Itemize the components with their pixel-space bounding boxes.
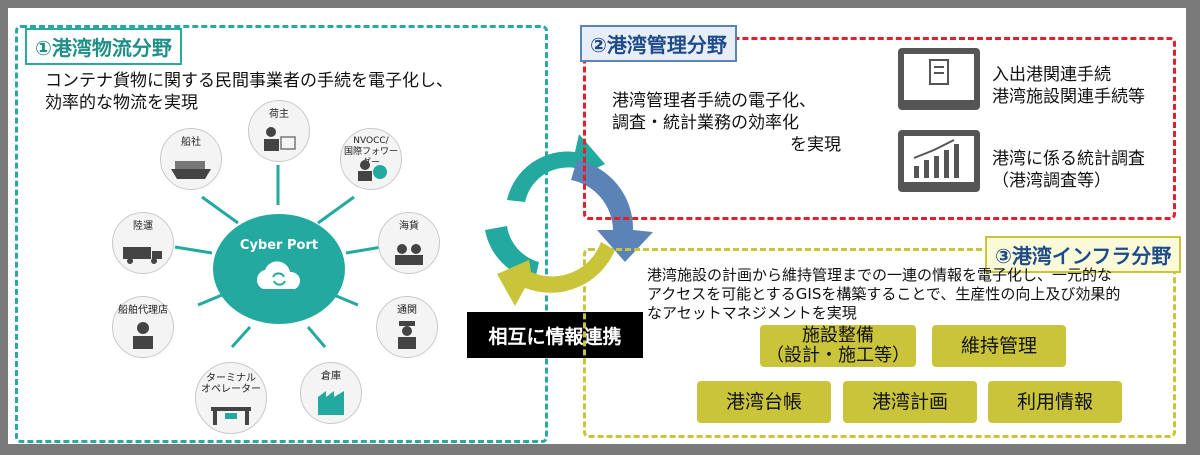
logistics-panel-description: コンテナ貨物に関する民間事業者の手続を電子化し、 効率的な物流を実現 bbox=[45, 71, 453, 113]
node-nvocc: NVOCC/ 国際フォワーダー bbox=[340, 128, 402, 190]
management-panel-title: ②港湾管理分野 bbox=[580, 25, 737, 62]
node-terminal-operator: ターミナル オペレーター bbox=[195, 362, 267, 434]
management-panel-description: 港湾管理者手続の電子化、 調査・統計業務の効率化 bbox=[612, 91, 816, 133]
agent-icon bbox=[133, 322, 153, 349]
statistics-monitor-icon bbox=[898, 130, 980, 192]
box-port-plan: 港湾計画 bbox=[843, 381, 977, 423]
logistics-panel-title: ①港湾物流分野 bbox=[25, 28, 182, 65]
crane-icon bbox=[211, 407, 251, 425]
node-customs-broker: 海貨 bbox=[378, 212, 440, 274]
node-land-transport: 陸運 bbox=[112, 212, 174, 274]
officer-icon bbox=[398, 321, 416, 349]
cyber-port-hub: Cyber Port bbox=[213, 214, 345, 324]
node-customs: 通関 bbox=[376, 296, 438, 358]
box-usage-info: 利用情報 bbox=[988, 381, 1122, 423]
cloud-sync-icon bbox=[256, 261, 300, 289]
infrastructure-panel-description: 港湾施設の計画から維持管理までの一連の情報を電子化し、一元的な アクセスを可能と… bbox=[647, 266, 1121, 322]
management-item-procedures: 入出港関連手続 港湾施設関連手続等 bbox=[992, 65, 1145, 107]
cycle-arrows bbox=[485, 134, 653, 306]
box-port-register: 港湾台帳 bbox=[697, 381, 831, 423]
cyber-port-label: Cyber Port bbox=[239, 238, 319, 253]
document-monitor-icon bbox=[898, 48, 980, 110]
node-shipper: 荷主 bbox=[248, 100, 310, 162]
people-icon bbox=[395, 244, 423, 265]
node-ship-agent: 船舶代理店 bbox=[112, 296, 174, 358]
infrastructure-panel-title: ③港湾インフラ分野 bbox=[985, 236, 1182, 273]
box-facility-development: 施設整備 （設計・施工等） bbox=[760, 325, 916, 367]
management-panel-description-tail: を実現 bbox=[790, 135, 841, 155]
infrastructure-panel bbox=[583, 248, 1176, 438]
mutual-link-label: 相互に情報連携 bbox=[467, 312, 643, 358]
node-warehouse: 倉庫 bbox=[300, 362, 362, 424]
box-maintenance: 維持管理 bbox=[932, 325, 1066, 367]
logistics-panel bbox=[15, 25, 548, 443]
management-item-statistics: 港湾に係る統計調査 （港湾調査等） bbox=[992, 149, 1145, 191]
management-panel bbox=[583, 37, 1176, 220]
diagram-frame bbox=[8, 8, 1186, 444]
ship-icon bbox=[171, 161, 211, 179]
node-shipping-line: 船社 bbox=[160, 128, 222, 190]
forwarder-icon bbox=[358, 160, 387, 181]
warehouse-icon bbox=[318, 391, 344, 415]
truck-icon bbox=[123, 247, 162, 264]
shipper-icon bbox=[264, 127, 296, 151]
